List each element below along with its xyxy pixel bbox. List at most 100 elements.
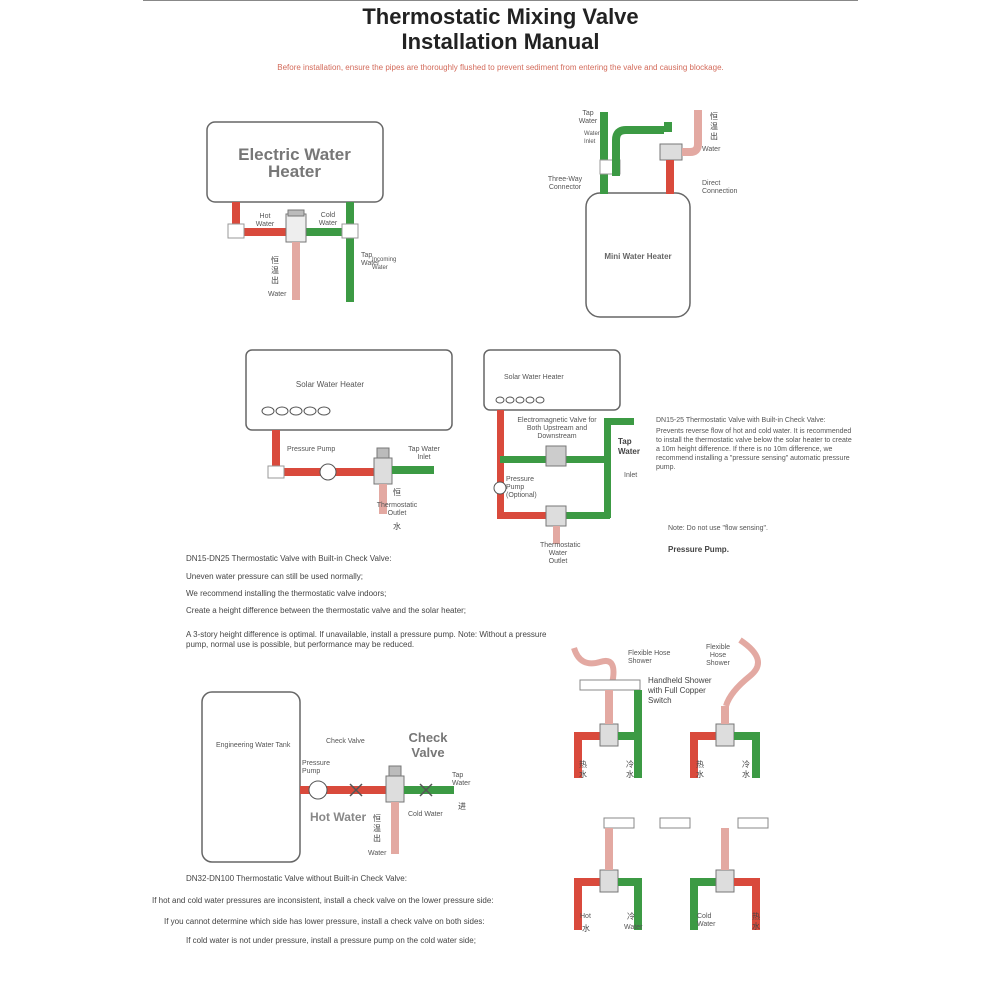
pump-icon-3 <box>308 780 328 800</box>
d6-cold-cn-1: 冷水 <box>626 760 634 779</box>
mixing-valve-2 <box>659 143 683 161</box>
tank-label: Engineering Water Tank <box>216 742 291 749</box>
pump-icon-2 <box>493 481 507 495</box>
mixing-valve-3 <box>373 457 393 485</box>
tap-inlet-pipe <box>600 112 608 194</box>
d1-hot-label: Hot Water <box>255 213 275 228</box>
warning-text: Before installation, ensure the pipes ar… <box>277 63 724 72</box>
diagram-mini-heater <box>585 110 702 318</box>
mixed-outlet-1 <box>292 242 300 300</box>
d6-hose2-label: Flexible Hose Shower <box>705 644 731 667</box>
mid-heading: DN15-DN25 Thermostatic Valve with Built-… <box>186 554 392 563</box>
d5-hot-label: Hot Water <box>310 810 367 824</box>
d2-three-way-label: Three-Way Connector <box>547 176 583 191</box>
hot-pipe-4 <box>497 410 504 518</box>
mid-line-4: A 3-story height difference is optimal. … <box>186 630 547 649</box>
mid-line-2: We recommend installing the thermostatic… <box>186 589 387 598</box>
d5-pump-label: Pressure Pump <box>302 760 331 775</box>
d5-check-valve-big: Check Valve <box>408 730 448 760</box>
mid-line-3: Create a height difference between the t… <box>186 606 467 615</box>
mixing-valve-5 <box>385 775 405 803</box>
d6-cold-cn-3: 冷 <box>627 912 635 921</box>
top-rule <box>143 0 858 1</box>
d2-tap-label: Tap Water <box>578 110 598 125</box>
d1-tap-label: Tap Water <box>361 252 380 267</box>
d2-outlet-label: Water <box>702 146 721 153</box>
page-subtitle: Installation Manual <box>401 29 600 54</box>
diagram-electric-heater <box>206 121 384 302</box>
hot-pipe-5 <box>300 786 388 794</box>
d6-cold-cn-2: 冷水 <box>742 760 750 779</box>
d5-outlet-label: Water <box>368 850 387 857</box>
d6-hot-label-3: Hot <box>580 913 591 920</box>
hot-pipe-horizontal <box>232 228 286 236</box>
d5-jin-label: 进 <box>458 802 466 811</box>
d3-tap-label: Tap Water Inlet <box>408 446 440 461</box>
d4-valve-label: Electromagnetic Valve for Both Upstream … <box>517 417 597 440</box>
check-valve-icon-1 <box>349 783 363 797</box>
engineering-tank-body <box>201 691 301 863</box>
solar-heater-body-1 <box>245 349 453 431</box>
cold-pipe-3 <box>392 466 434 474</box>
d5-check-valve-label: Check Valve <box>326 738 365 745</box>
hot-pipe-down <box>232 202 240 236</box>
mixing-valve-1 <box>285 213 307 243</box>
d4-pump-label: Pressure Pump (Optional) <box>506 476 537 499</box>
d6-hot-cn-4: 热水 <box>752 912 760 931</box>
solar-heater-label-1: Solar Water Heater <box>295 380 365 389</box>
solar-heater-body-2 <box>483 349 621 411</box>
pump-icon-1 <box>319 463 337 481</box>
d1-inlet-label: Incoming Water <box>372 257 397 271</box>
mixed-outlet-3 <box>379 484 387 514</box>
bottom-line-2: If you cannot determine which side has l… <box>164 917 485 926</box>
d5-tap-label: Tap Water <box>452 772 471 787</box>
d6-hot-cn-2: 热水 <box>696 760 704 779</box>
d2-direct-label: Direct Connection <box>702 180 738 195</box>
d3-outlet-label: Thermostatic Outlet <box>376 502 418 517</box>
d3-outlet-cn2: 水 <box>393 522 401 531</box>
cold-loop-pipe <box>612 126 664 176</box>
hot-pipe-3 <box>272 430 280 476</box>
d3-outlet-cn: 恒 <box>393 488 401 497</box>
cold-pipe-down <box>346 202 354 302</box>
d4-inlet-label: Inlet <box>624 472 638 479</box>
d6-hot-cn-3: 水 <box>582 924 590 933</box>
d6-handheld-label: Handheld Shower with Full Copper Switch <box>648 676 712 705</box>
d4-note-title: DN15-25 Thermostatic Valve with Built-in… <box>656 417 826 424</box>
d6-hose1-label: Flexible Hose Shower <box>628 650 671 665</box>
mid-line-1: Uneven water pressure can still be used … <box>186 572 363 581</box>
cold-pipe-5 <box>404 786 454 794</box>
hot-pipe-2 <box>666 160 674 194</box>
mini-heater-body <box>585 192 691 318</box>
d6-cold-label-4: Cold Water <box>697 913 716 928</box>
d2-inlet-label: Water Inlet <box>584 131 600 145</box>
cold-pipe-4 <box>604 418 611 518</box>
diagram-solar-valve <box>483 349 634 544</box>
page-title: Thermostatic Mixing Valve <box>362 4 639 29</box>
solar-heater-label-2: Solar Water Heater <box>504 374 564 381</box>
electric-heater-label: Electric Water Heater <box>238 145 351 181</box>
d4-outlet-label: Thermostatic Water Outlet <box>540 542 581 565</box>
mini-heater-label: Mini Water Heater <box>604 252 672 261</box>
elbow-left <box>227 223 245 239</box>
diagram-solar-pump <box>245 349 453 514</box>
diagram-engineering-tank <box>201 691 454 863</box>
d1-outlet-cn: 恒温出 <box>271 256 279 285</box>
d4-tap-label: Tap Water <box>618 437 640 456</box>
cold-pipe-horizontal <box>306 228 354 236</box>
electromagnetic-valve <box>545 445 567 467</box>
electric-heater-body <box>206 121 384 203</box>
bottom-heading: DN32-DN100 Thermostatic Valve without Bu… <box>186 874 407 883</box>
mixed-outlet-5 <box>391 802 399 854</box>
tee-right <box>341 223 359 239</box>
d3-pump-label: Pressure Pump <box>287 446 336 453</box>
check-valve-icon-2 <box>419 783 433 797</box>
d6-hot-cn-1: 热水 <box>579 760 587 779</box>
d4-note-body: Prevents reverse flow of hot and cold wa… <box>656 428 852 471</box>
d4-note3: Pressure Pump. <box>668 545 729 554</box>
diagram-showers <box>571 637 769 930</box>
mixed-outlet-2 <box>682 110 702 156</box>
mixing-valve-4 <box>545 505 567 527</box>
bottom-line-1: If hot and cold water pressures are inco… <box>152 896 494 905</box>
